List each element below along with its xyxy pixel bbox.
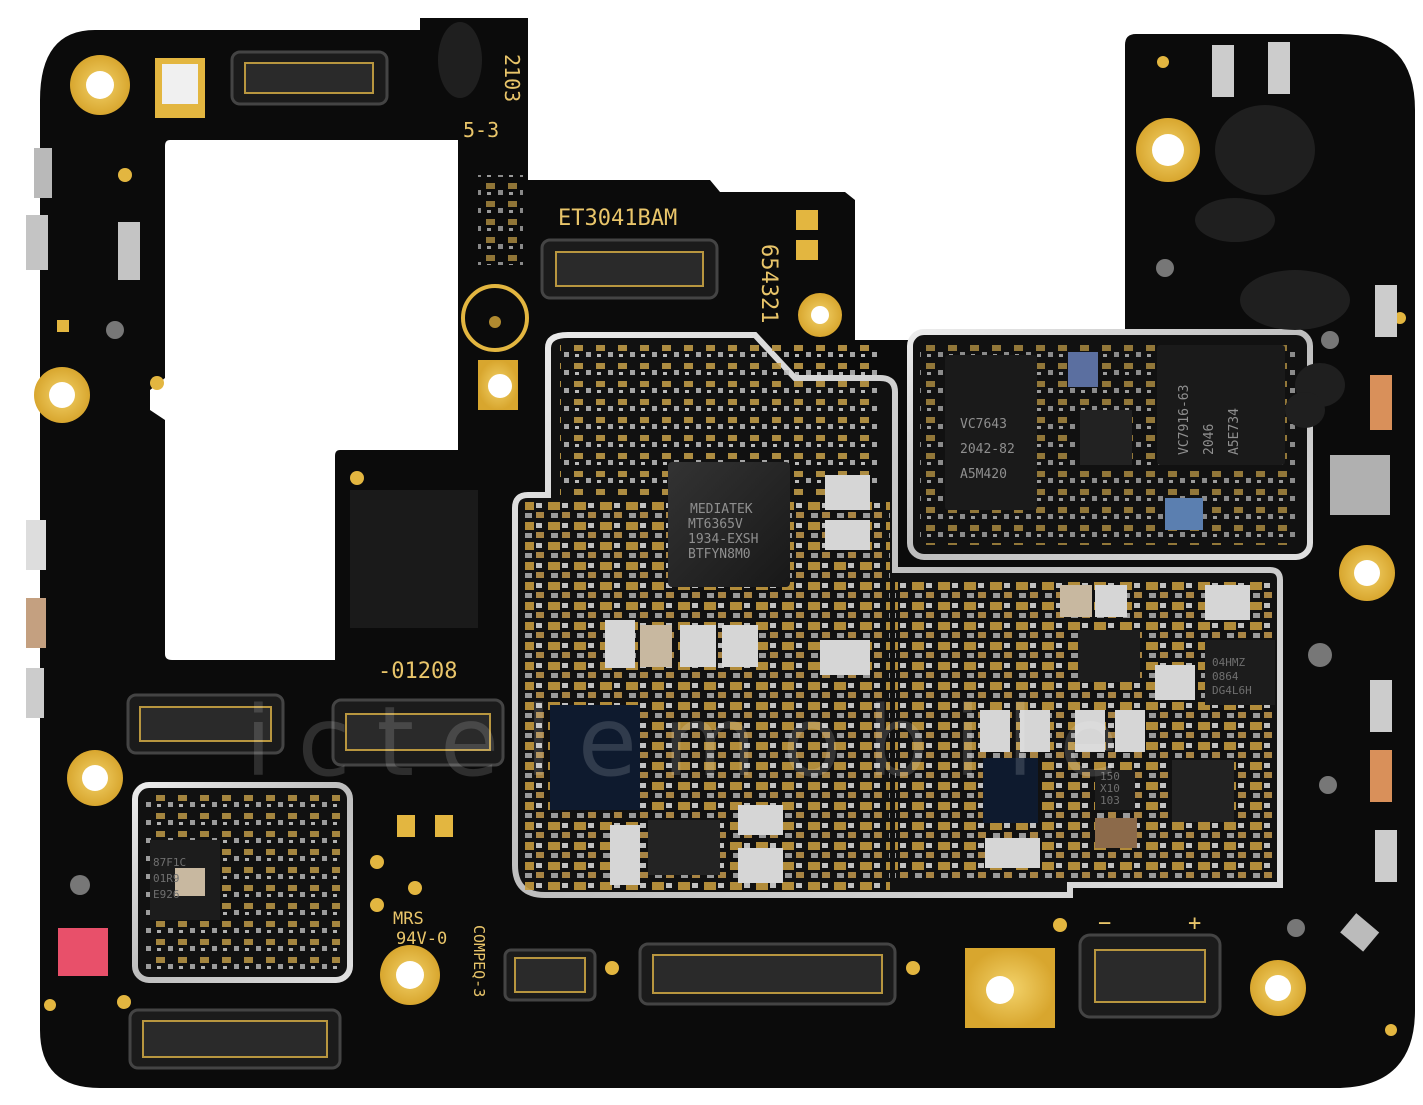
silk-minus: − [1098, 911, 1111, 936]
tiny-line-2: X10 [1100, 782, 1120, 795]
small-1-line-2: 01R9 [153, 872, 180, 885]
soc-line-1: MEDIATEK [690, 502, 753, 517]
ic-chips [150, 345, 1285, 920]
board-cutout [150, 140, 458, 660]
silk-part: -01208 [378, 659, 457, 684]
rf-left-line-1: VC7643 [960, 417, 1007, 432]
small-2-line-2: 0864 [1212, 670, 1239, 683]
silk-model: ET3041BAM [558, 206, 677, 231]
rf-left-marking: VC7643 2042-82 A5M420 [960, 417, 1015, 482]
rf-right-line-2: 2046 [1202, 424, 1217, 455]
small-2-line-3: DG4L6H [1212, 684, 1252, 697]
pink-flag [58, 928, 108, 976]
tiny-line-1: 150 [1100, 770, 1120, 783]
soc-line-3: 1934-EXSH [688, 532, 758, 547]
rf-right-line-3: A5E734 [1227, 408, 1242, 455]
small-chip-2-marking: 04HMZ 0864 DG4L6H [1212, 656, 1252, 697]
rf-left-line-3: A5M420 [960, 467, 1007, 482]
silk-code-2: 5-3 [463, 118, 499, 142]
connectors [126, 50, 1222, 1070]
small-1-line-3: E926 [153, 888, 180, 901]
tiny-chip-marking: 150 X10 103 [1100, 770, 1120, 807]
silk-vendor: COMPEQ-3 [470, 925, 488, 997]
inductors [175, 475, 1250, 896]
silk-cert-2: 94V-0 [396, 929, 447, 949]
soc-line-4: BTFYN8M0 [688, 547, 751, 562]
rf-left-line-2: 2042-82 [960, 442, 1015, 457]
small-2-line-1: 04HMZ [1212, 656, 1245, 669]
silk-batch: 654321 [756, 244, 781, 323]
small-1-line-1: 87F1C [153, 856, 186, 869]
tiny-line-3: 103 [1100, 794, 1120, 807]
silk-cert-1: MRS [393, 909, 424, 929]
silk-plus: + [1188, 911, 1201, 936]
silk-code-1: 2103 [500, 54, 524, 102]
rf-right-line-1: VC7916-63 [1177, 385, 1192, 455]
edge-parts [26, 42, 1397, 952]
small-chip-1-marking: 87F1C 01R9 E926 [153, 856, 186, 901]
watermark: ictelemobile [245, 686, 1144, 798]
soc-line-2: MT6365V [688, 517, 743, 532]
rf-right-marking: VC7916-63 2046 A5E734 [1177, 385, 1242, 455]
epoxy-blobs [438, 22, 1350, 428]
mounting-holes [34, 55, 1395, 1028]
soc-marking: MEDIATEK MT6365V 1934-EXSH BTFYN8M0 [688, 502, 758, 562]
